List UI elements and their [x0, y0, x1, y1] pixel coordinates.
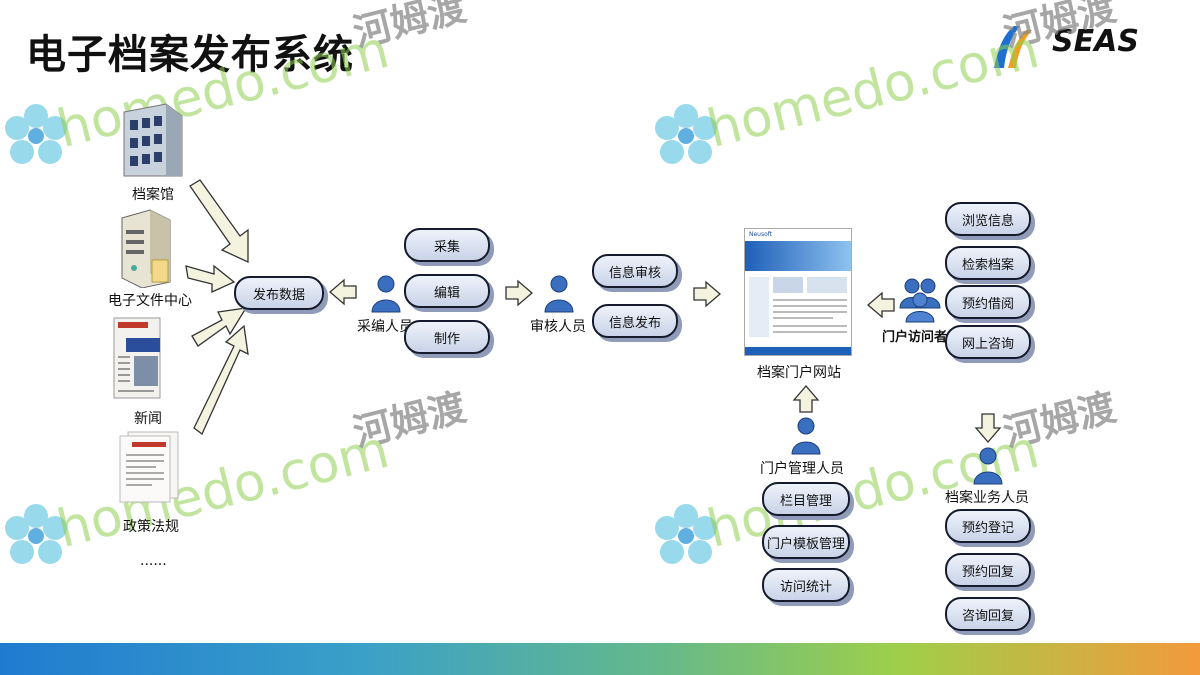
admin-label: 门户管理人员	[760, 461, 844, 477]
visitor-task: 浏览信息	[945, 202, 1031, 236]
arrow-icon	[189, 179, 249, 264]
visitor-label: 门户访问者	[882, 330, 948, 345]
editor-label: 采编人员	[357, 319, 413, 335]
people-group-icon	[899, 278, 941, 323]
staff-task: 预约登记	[945, 509, 1031, 543]
publish-data-node: 发布数据	[234, 276, 324, 310]
arrow-icon	[193, 324, 249, 436]
admin-task: 访问统计	[762, 568, 850, 602]
portal-label: 档案门户网站	[757, 365, 841, 381]
editor-task: 制作	[404, 320, 490, 354]
admin-task: 栏目管理	[762, 482, 850, 516]
staff-label: 档案业务人员	[945, 490, 1029, 506]
arrow-icon	[191, 307, 248, 347]
arrow-icon	[329, 278, 357, 306]
footer-gradient-bar	[0, 643, 1200, 675]
portal-brand: Neusoft	[749, 231, 773, 238]
logo-text: SEAS	[1052, 24, 1139, 59]
editor-task: 编辑	[404, 274, 490, 308]
staff-task: 预约回复	[945, 553, 1031, 587]
arrow-icon	[693, 280, 721, 308]
reviewer-label: 审核人员	[530, 319, 586, 335]
arrow-icon	[505, 279, 533, 307]
arrow-icon	[792, 385, 820, 413]
editor-task: 采集	[404, 228, 490, 262]
source-ellipsis: ......	[140, 553, 167, 569]
building-icon	[123, 103, 183, 177]
person-icon	[544, 275, 574, 313]
source-label: 电子文件中心	[108, 293, 192, 309]
newspaper-icon	[113, 317, 161, 399]
source-label: 新闻	[134, 411, 162, 427]
visitor-task: 预约借阅	[945, 285, 1031, 319]
source-label: 政策法规	[123, 519, 179, 535]
seas-logo-icon	[994, 26, 1032, 68]
page-title: 电子档案发布系统	[26, 32, 354, 78]
person-icon	[973, 447, 1003, 485]
arrow-icon	[974, 413, 1002, 443]
person-icon	[371, 275, 401, 313]
document-icon	[119, 431, 179, 503]
portal-website-thumbnail: Neusoft	[744, 228, 852, 356]
visitor-task: 网上咨询	[945, 325, 1031, 359]
admin-task: 门户模板管理	[762, 525, 850, 559]
server-icon	[121, 209, 171, 288]
reviewer-task: 信息发布	[592, 304, 678, 338]
staff-task: 咨询回复	[945, 597, 1031, 631]
visitor-task: 检索档案	[945, 246, 1031, 280]
source-label: 档案馆	[132, 187, 174, 203]
arrow-icon	[867, 291, 895, 319]
person-icon	[791, 417, 821, 455]
reviewer-task: 信息审核	[592, 254, 678, 288]
arrow-icon	[185, 264, 236, 294]
